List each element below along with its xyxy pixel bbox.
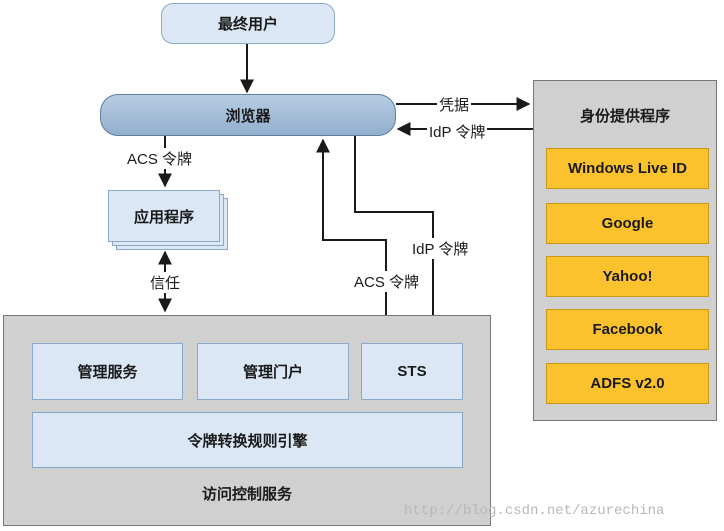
management-service-label: 管理服务 bbox=[77, 364, 138, 381]
sts-label: STS bbox=[397, 363, 427, 380]
application-label: 应用程序 bbox=[133, 208, 194, 226]
acs-token-sts-label: ACS 令牌 bbox=[352, 271, 422, 292]
credentials-label: 凭据 bbox=[437, 94, 472, 115]
idp-token-sts-label: IdP 令牌 bbox=[410, 238, 471, 259]
provider-item: Windows Live ID bbox=[546, 148, 709, 189]
sts-node: STS bbox=[361, 343, 463, 400]
arrow-idp-token-to-sts bbox=[354, 136, 440, 342]
management-portal-node: 管理门户 bbox=[197, 343, 349, 400]
management-portal-label: 管理门户 bbox=[242, 364, 303, 381]
browser-label: 浏览器 bbox=[225, 107, 271, 125]
token-rules-engine-node: 令牌转换规则引擎 bbox=[32, 412, 463, 468]
provider-item: Facebook bbox=[546, 309, 709, 350]
management-service-node: 管理服务 bbox=[32, 343, 183, 400]
token-rules-engine-label: 令牌转换规则引擎 bbox=[187, 432, 308, 450]
provider-label: Google bbox=[601, 215, 654, 232]
provider-label: Yahoo! bbox=[602, 268, 653, 285]
application-node: 应用程序 bbox=[108, 190, 220, 242]
idp-token-back-label: IdP 令牌 bbox=[427, 121, 488, 142]
provider-item: Yahoo! bbox=[546, 256, 709, 297]
provider-label: Windows Live ID bbox=[567, 160, 688, 177]
provider-item: ADFS v2.0 bbox=[546, 363, 709, 404]
provider-item: Google bbox=[546, 203, 709, 244]
identity-providers-title: 身份提供程序 bbox=[579, 108, 670, 125]
provider-label: ADFS v2.0 bbox=[590, 375, 665, 392]
end-user-label: 最终用户 bbox=[217, 16, 278, 33]
watermark: http://blog.csdn.net/azurechina bbox=[404, 503, 665, 519]
end-user-node: 最终用户 bbox=[161, 3, 335, 44]
provider-label: Facebook bbox=[592, 321, 663, 338]
browser-node: 浏览器 bbox=[100, 94, 396, 136]
access-control-service-title: 访问控制服务 bbox=[201, 486, 292, 503]
trust-label: 信任 bbox=[148, 272, 183, 293]
acs-token-app-label: ACS 令牌 bbox=[125, 148, 195, 169]
